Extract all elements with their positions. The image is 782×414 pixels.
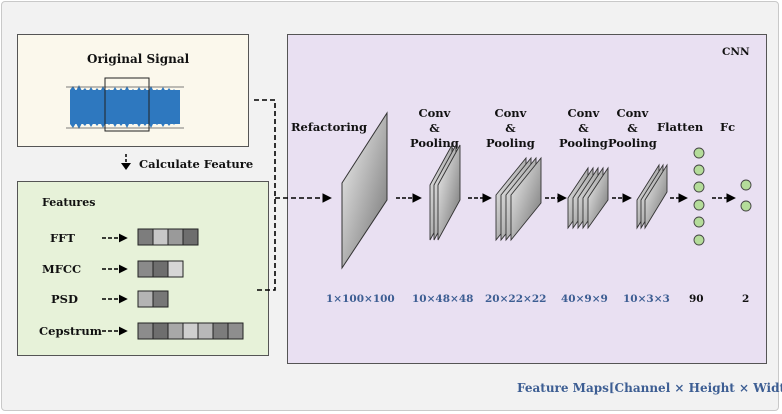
dims-conv3: 40×9×9 <box>561 293 608 305</box>
feature-bar-psd <box>137 290 169 308</box>
stage-label-conv3: Conv & Pooling <box>559 106 608 150</box>
feature-bar-fft <box>137 228 199 246</box>
dims-conv4: 10×3×3 <box>623 293 670 305</box>
conv2-plates <box>495 156 542 242</box>
dims-conv1: 10×48×48 <box>412 293 474 305</box>
dims-fc: 2 <box>742 293 750 305</box>
flatten-neurons <box>693 147 705 246</box>
feature-bar-mfcc <box>137 260 184 278</box>
stage-label-refactoring: Refactoring <box>291 120 368 134</box>
feature-maps-caption: Feature Maps[Channel × Height × Width] <box>517 381 782 395</box>
dims-refactoring: 1×100×100 <box>326 293 395 305</box>
conv1-plates <box>429 144 461 241</box>
fc-neurons <box>740 179 752 212</box>
feature-label-mfcc: MFCC <box>42 262 82 276</box>
stage-label-fc: Fc <box>720 120 736 134</box>
signal-waveform <box>66 85 184 129</box>
feature-bars <box>102 228 244 340</box>
stage-label-conv4: Conv & Pooling <box>608 106 657 150</box>
dims-flatten: 90 <box>689 293 704 305</box>
original-signal-title: Original Signal <box>87 52 190 66</box>
conv4-plates <box>636 163 668 230</box>
input-connector <box>254 99 332 291</box>
feature-label-psd: PSD <box>51 292 78 306</box>
stage-label-conv2: Conv & Pooling <box>486 106 535 150</box>
conv3-plates <box>567 166 609 230</box>
features-title: Features <box>42 196 96 209</box>
refactoring-plate <box>341 111 388 270</box>
cnn-title: CNN <box>722 46 750 58</box>
stage-label-conv1: Conv & Pooling <box>410 106 459 150</box>
feature-bar-cepstrum <box>137 322 244 340</box>
feature-label-cepstrum: Cepstrum <box>39 324 102 338</box>
calculate-arrow <box>121 154 131 170</box>
signal-window-box <box>104 77 150 132</box>
dims-conv2: 20×22×22 <box>485 293 547 305</box>
stage-label-flatten: Flatten <box>657 120 704 134</box>
feature-label-fft: FFT <box>50 231 75 245</box>
calculate-feature-label: Calculate Feature <box>139 157 254 171</box>
